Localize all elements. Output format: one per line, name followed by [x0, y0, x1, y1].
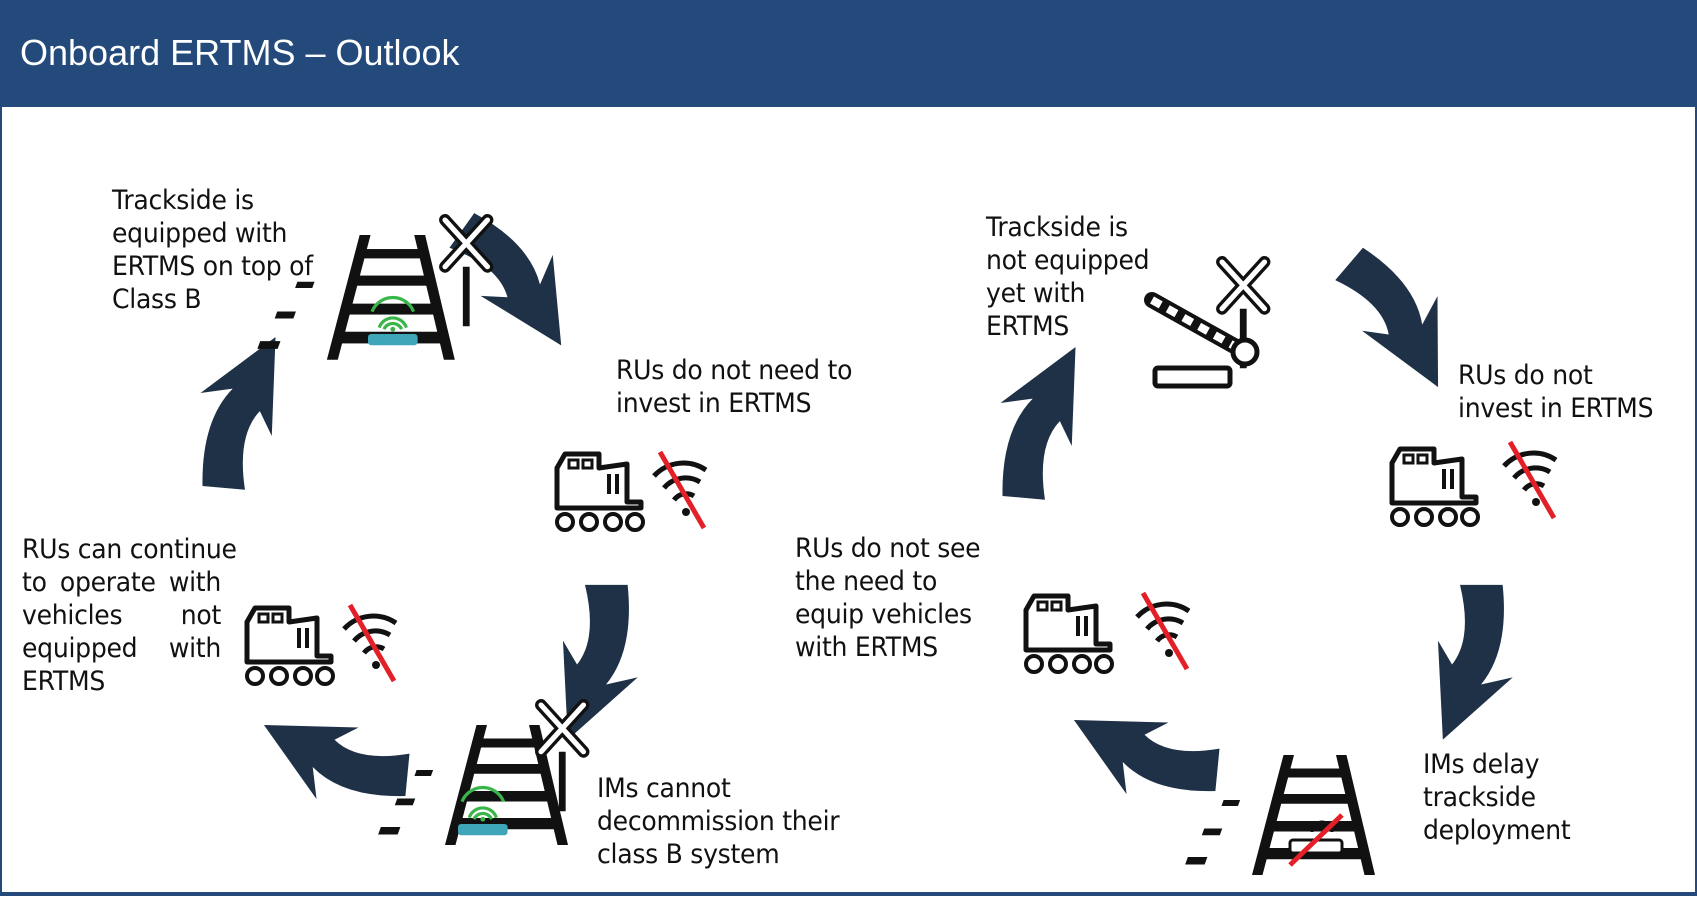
label-line: decommission their [597, 806, 840, 837]
ims-delay-label: IMs delay trackside deployment [1423, 748, 1571, 847]
label-line: invest in ERTMS [1458, 393, 1654, 424]
label-line: IMs delay [1423, 749, 1540, 780]
label-line: the need to [795, 566, 938, 597]
locomotive-icon [247, 608, 333, 684]
locomotive-icon [557, 454, 643, 530]
arrow-up-right [977, 332, 1097, 510]
no-signal-icon [654, 452, 706, 528]
label-line: ERTMS [986, 311, 1070, 342]
label-line: RUs do not see [795, 533, 981, 564]
content-frame [0, 107, 1697, 896]
no-signal-icon [1137, 593, 1189, 669]
no-signal-icon [344, 605, 396, 681]
label-line: not equipped [986, 245, 1150, 276]
label-word: with [168, 633, 222, 664]
arrow-down-right [1421, 575, 1529, 750]
no-signal-icon [1504, 442, 1556, 518]
title-bar: Onboard ERTMS – Outlook [0, 0, 1697, 107]
label-line: trackside [1423, 782, 1536, 813]
label-line: IMs cannot [597, 773, 731, 804]
label-line: ERTMS on top of [112, 251, 313, 282]
label-line: Class B [112, 284, 202, 315]
rus-continue-label: RUs can continue to operate with vehicles n… [22, 533, 237, 698]
label-line: equipped with [112, 218, 288, 249]
page-title: Onboard ERTMS – Outlook [20, 32, 460, 73]
locomotive-icon [1392, 449, 1478, 525]
label-line: equip vehicles [795, 599, 972, 630]
rus-not-see-label: RUs do not see the need to equip vehicle… [795, 532, 981, 664]
barrier-arm [1144, 292, 1260, 389]
label-word: vehicles [22, 600, 123, 631]
locomotive-icon [1026, 596, 1112, 672]
label-line: RUs do not [1458, 360, 1593, 391]
trackside-not-label: Trackside is not equipped yet with ERTMS [986, 211, 1150, 343]
no-router-icon [1288, 813, 1344, 867]
label-line: yet with [986, 278, 1086, 309]
ims-cannot-label: IMs cannot decommission their class B sy… [597, 772, 840, 871]
label-line: Trackside is [112, 185, 254, 216]
label-word: to [22, 567, 47, 598]
trackside-equipped-label: Trackside is equipped with ERTMS on top … [112, 184, 313, 316]
label-word: operate [59, 567, 156, 598]
arrow-up-left [177, 322, 297, 500]
label-line: deployment [1423, 815, 1571, 846]
arrow-top-right-left [436, 194, 603, 361]
arrow-bottom-left [248, 703, 420, 822]
label-line: RUs do not need to [616, 355, 853, 386]
label-line: class B system [597, 839, 780, 870]
label-word: equipped [22, 633, 138, 664]
label-line: invest in ERTMS [616, 388, 812, 419]
label-word: not [180, 600, 222, 631]
rus-no-need-label: RUs do not need to invest in ERTMS [616, 354, 852, 420]
label-word: ERTMS [22, 666, 106, 697]
label-word: RUs can continue [22, 534, 237, 565]
label-line: Trackside is [986, 212, 1128, 243]
arrow-bottom-right [1058, 698, 1230, 817]
rus-do-not-label: RUs do not invest in ERTMS [1458, 359, 1654, 425]
label-word: with [168, 567, 222, 598]
label-line: with ERTMS [795, 632, 938, 663]
